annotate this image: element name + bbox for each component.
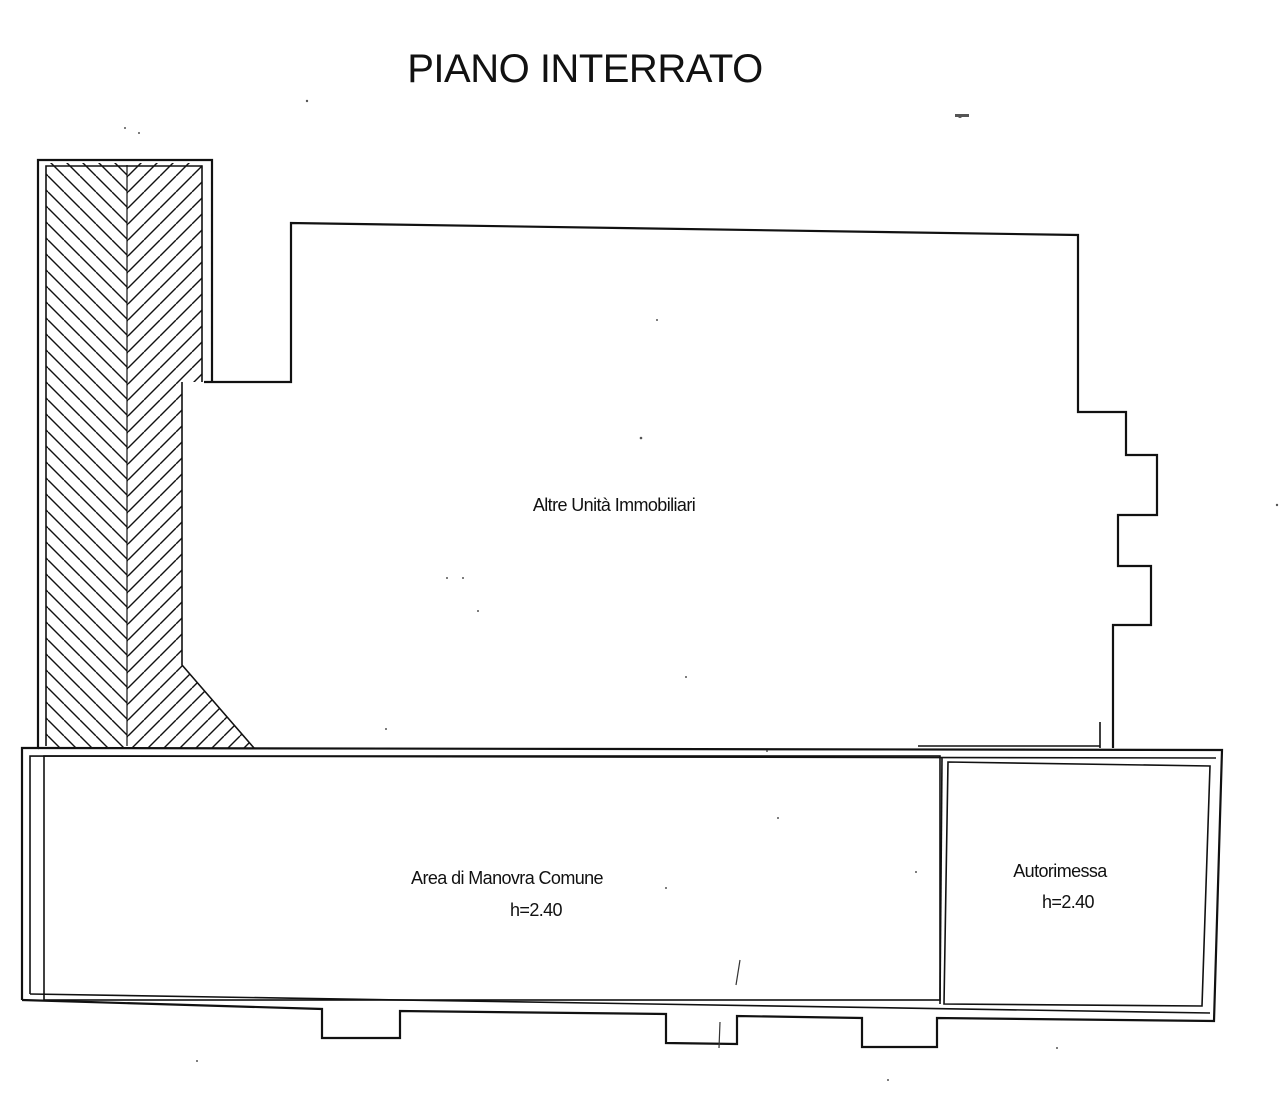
- ramp-hatch: [46, 163, 254, 748]
- room-label-altre-unita: Altre Unità Immobiliari: [533, 495, 695, 515]
- lower-perimeter-walls: [21, 746, 1224, 1049]
- room-autorimessa-walls: [939, 757, 1211, 1007]
- room-label-area-manovra: Area di Manovra Comune: [411, 868, 603, 888]
- plan-title: PIANO INTERRATO: [407, 47, 763, 91]
- room-height-area-manovra: h=2.40: [510, 900, 563, 920]
- ramp-walls: [20, 158, 255, 1000]
- scan-noise: [124, 99, 1279, 1081]
- room-height-autorimessa: h=2.40: [1042, 892, 1095, 912]
- room-altre-unita-walls: [204, 221, 1159, 748]
- room-area-manovra-walls: [43, 755, 941, 1001]
- room-label-autorimessa: Autorimessa: [1013, 861, 1108, 881]
